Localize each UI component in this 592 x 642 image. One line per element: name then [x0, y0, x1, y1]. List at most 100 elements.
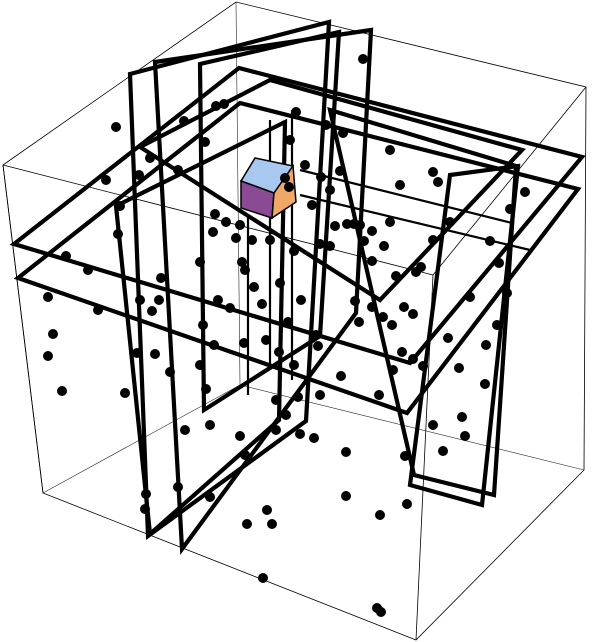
data-point: [209, 340, 219, 350]
data-point: [289, 246, 299, 256]
data-point: [418, 361, 428, 371]
data-point: [494, 258, 504, 268]
data-point: [57, 386, 67, 396]
vertical-frame: [327, 106, 519, 498]
horizontal-frame: [9, 65, 586, 366]
data-point: [485, 236, 495, 246]
data-point: [83, 265, 93, 275]
data-point: [307, 200, 317, 210]
data-point: [379, 241, 389, 251]
data-point: [378, 312, 388, 322]
data-point: [399, 302, 409, 312]
data-point: [367, 302, 377, 312]
data-point: [208, 227, 218, 237]
data-point: [300, 160, 310, 170]
data-point: [335, 166, 345, 176]
data-point: [156, 273, 166, 283]
data-point: [289, 360, 299, 370]
data-point: [341, 491, 351, 501]
data-point: [240, 265, 250, 275]
data-point: [402, 499, 412, 509]
data-point: [411, 267, 421, 277]
data-point: [376, 607, 386, 617]
data-point: [315, 390, 325, 400]
data-point: [239, 338, 249, 348]
data-point: [261, 335, 271, 345]
data-point: [325, 241, 335, 251]
data-point: [481, 340, 491, 350]
data-point: [505, 204, 515, 214]
data-point: [480, 379, 490, 389]
data-point: [43, 351, 53, 361]
data-point: [374, 390, 384, 400]
data-point: [247, 235, 257, 245]
data-point: [213, 295, 223, 305]
guide-line: [299, 168, 513, 225]
data-point: [147, 306, 157, 316]
data-point: [135, 295, 145, 305]
data-point: [180, 425, 190, 435]
data-point: [336, 371, 346, 381]
data-point: [140, 504, 150, 514]
data-point: [113, 229, 123, 239]
data-point: [281, 410, 291, 420]
data-point: [330, 221, 340, 231]
data-point: [295, 429, 305, 439]
data-point: [115, 201, 125, 211]
data-point: [400, 451, 410, 461]
data-point: [267, 519, 277, 529]
data-point: [111, 122, 121, 132]
data-point: [258, 573, 268, 583]
vertical-frame: [407, 163, 521, 508]
data-point: [271, 425, 281, 435]
vertical-planes: [113, 19, 521, 555]
data-point: [358, 54, 368, 64]
data-point: [257, 299, 267, 309]
data-point: [240, 450, 250, 460]
data-point: [145, 153, 155, 163]
data-point: [132, 348, 142, 358]
data-point: [235, 431, 245, 441]
data-point: [262, 505, 272, 515]
data-point: [134, 170, 144, 180]
data-point: [395, 180, 405, 190]
data-point: [311, 330, 321, 340]
data-point: [385, 217, 395, 227]
data-point: [367, 256, 377, 266]
data-point: [428, 167, 438, 177]
data-point: [165, 367, 175, 377]
data-point: [101, 175, 111, 185]
data-point: [502, 288, 512, 298]
data-point: [428, 420, 438, 430]
data-point: [179, 116, 189, 126]
data-point: [280, 173, 290, 183]
data-point: [443, 333, 453, 343]
points-layer: [43, 54, 530, 617]
data-point: [265, 235, 275, 245]
data-point: [173, 482, 183, 492]
data-point: [274, 347, 284, 357]
data-point: [48, 329, 58, 339]
data-point: [231, 233, 241, 243]
data-point: [195, 257, 205, 267]
data-point: [375, 510, 385, 520]
box-edge: [2, 164, 434, 276]
data-point: [388, 365, 398, 375]
data-point: [408, 354, 418, 364]
data-point: [61, 251, 71, 261]
data-point: [428, 235, 438, 245]
data-point: [221, 217, 231, 227]
data-point: [397, 347, 407, 357]
data-point: [367, 226, 377, 236]
data-point: [291, 107, 301, 117]
data-point: [391, 271, 401, 281]
box-edge: [2, 164, 44, 494]
data-point: [465, 292, 475, 302]
data-point: [120, 388, 130, 398]
data-point: [359, 236, 369, 246]
data-point: [438, 446, 448, 456]
data-point: [93, 305, 103, 315]
data-point: [195, 360, 205, 370]
data-point: [385, 145, 395, 155]
